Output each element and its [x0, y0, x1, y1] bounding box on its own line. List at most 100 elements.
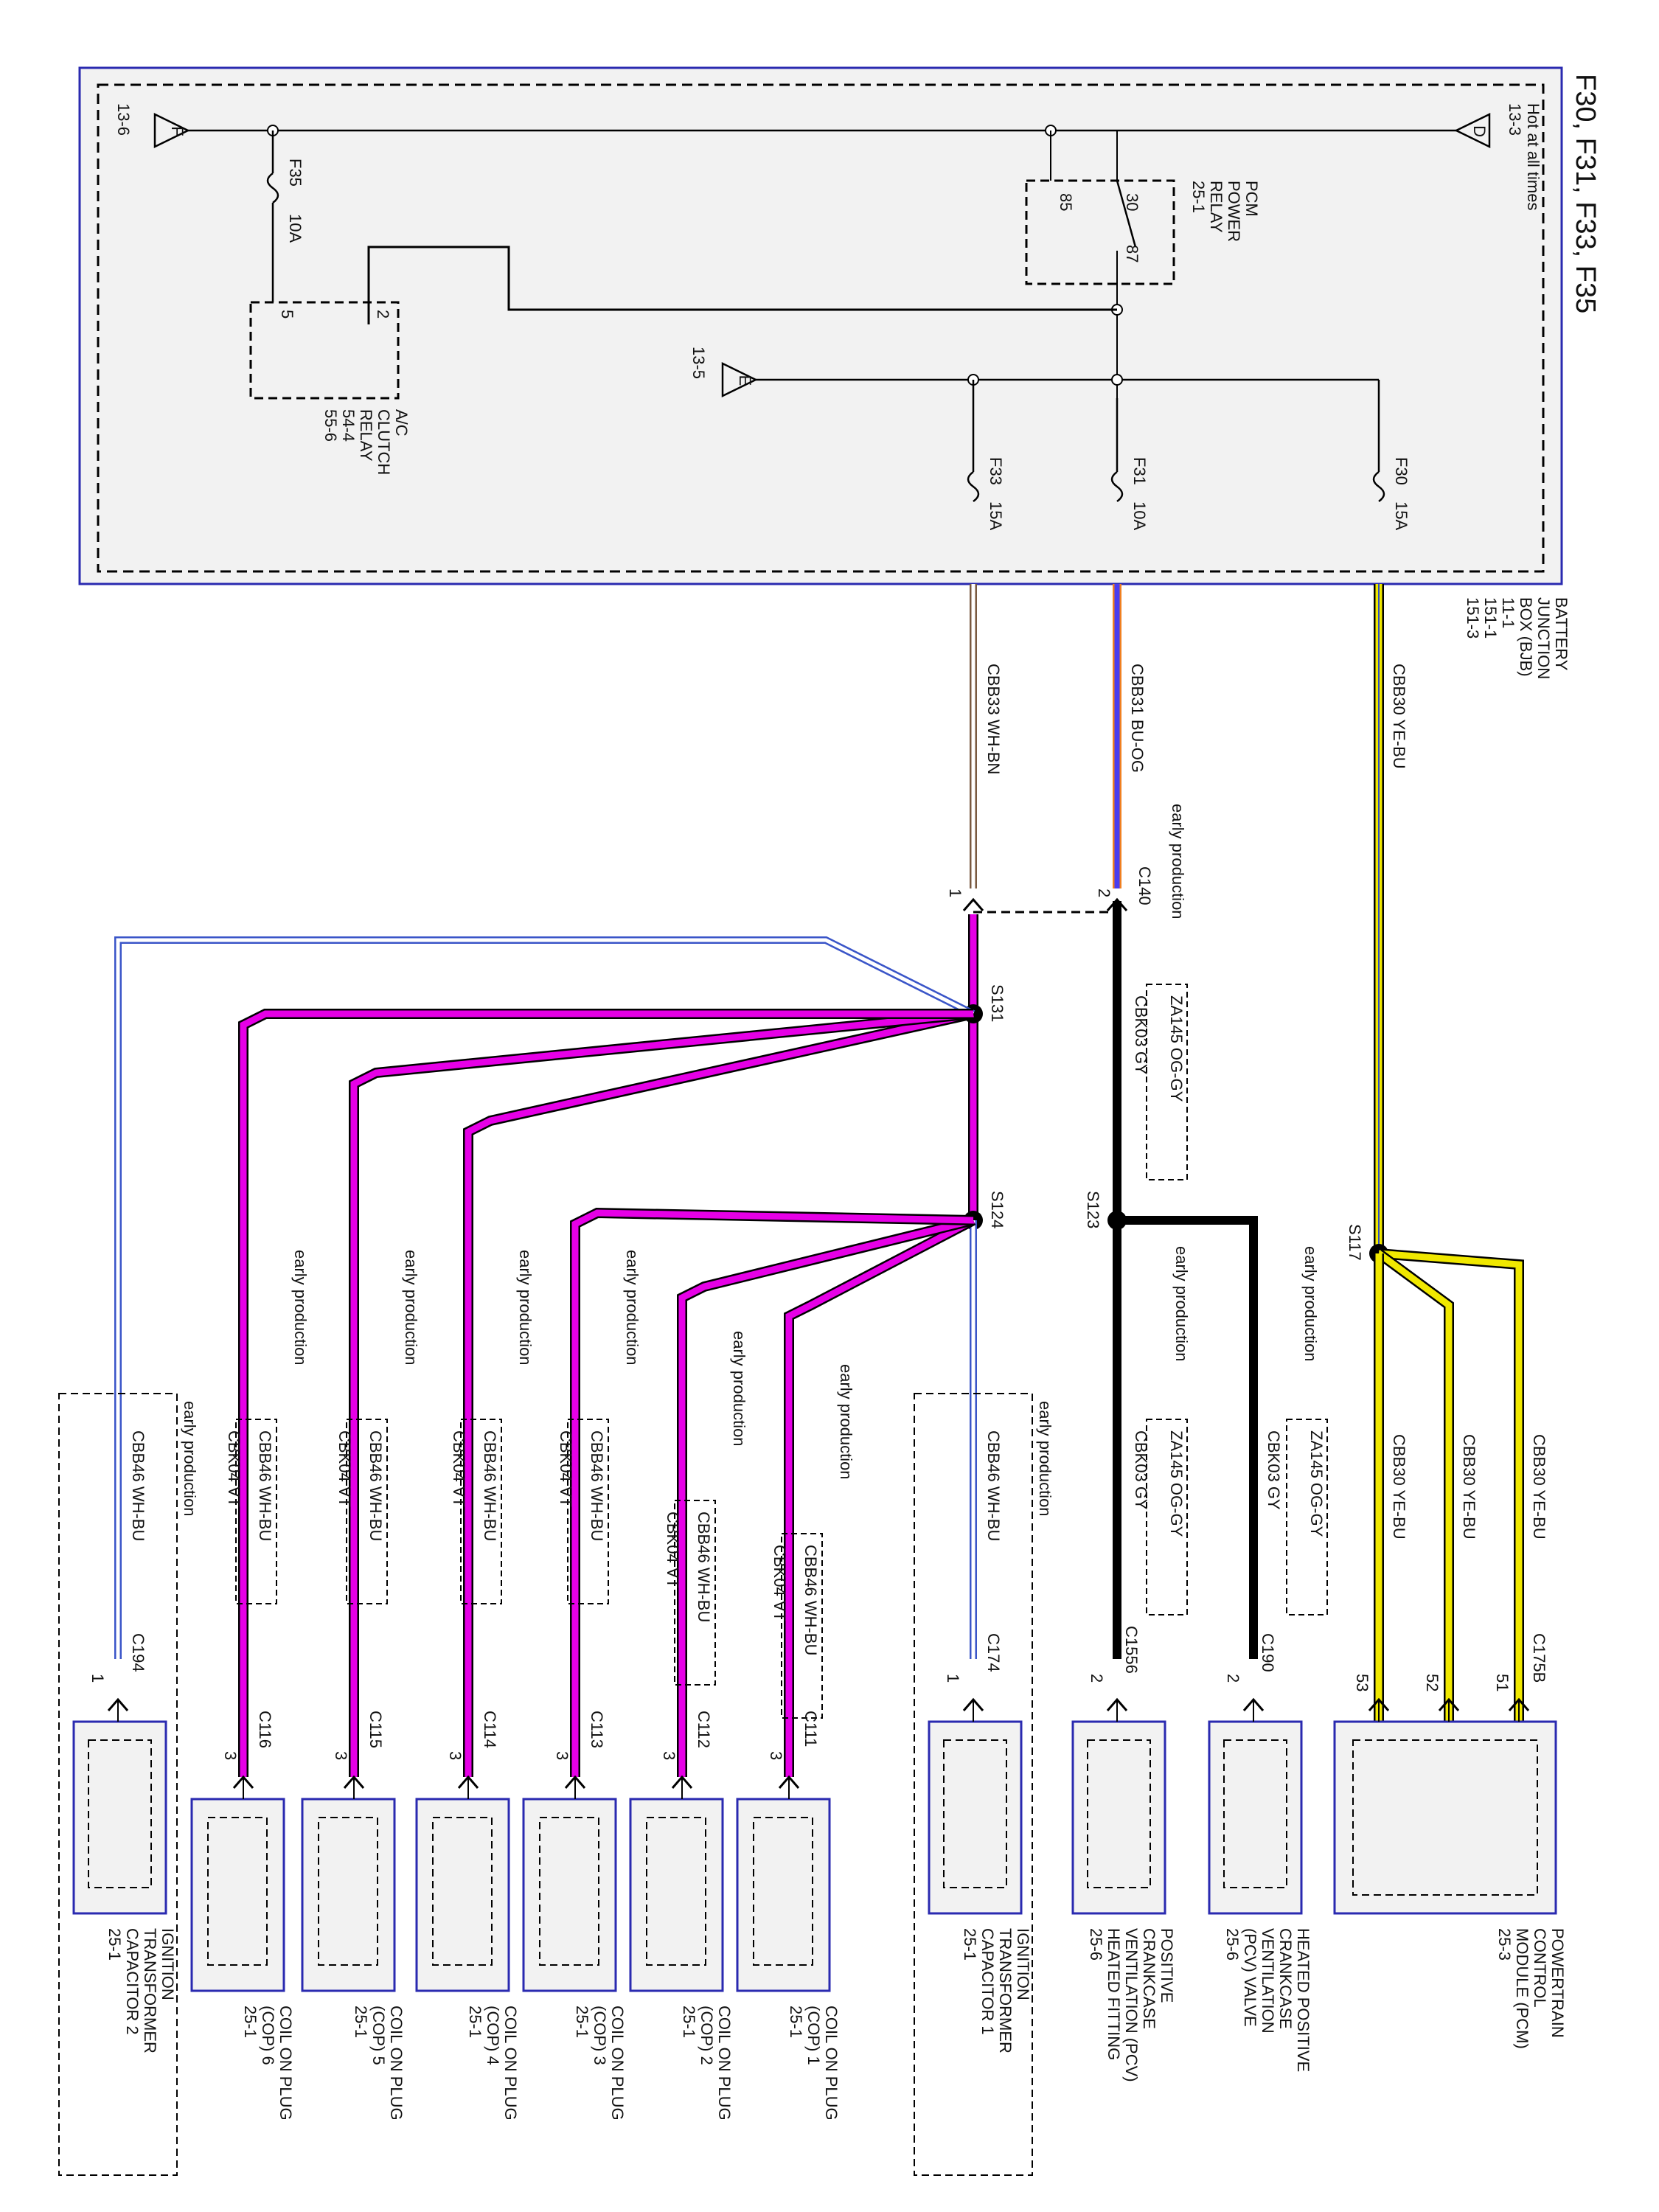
note-early-cop2: early production [730, 1331, 748, 1447]
bjb-label-6: 151-3 [1464, 597, 1482, 639]
cop1-inner [753, 1817, 813, 1966]
wire-cbb46-label-cop2: CBB46 WH-BU [695, 1512, 713, 1622]
cop3-inner [539, 1817, 599, 1966]
svg-text:HEATED FITTING: HEATED FITTING [1105, 1928, 1123, 2060]
pin-c194-1: 1 [88, 1674, 107, 1683]
bjb-label-1: BATTERY [1552, 597, 1571, 671]
hot-at-all-times: Hot at all times [1524, 103, 1543, 211]
connector-c175b: C175B [1530, 1633, 1548, 1683]
connector-c140-pin-2: 2 [1095, 888, 1113, 897]
wire-cbk04-cop1-fill [785, 1217, 975, 1777]
pcm-relay-box [1025, 179, 1175, 285]
ac-relay-pin-2: 2 [374, 310, 392, 319]
c1556-label-box [1146, 1419, 1188, 1615]
note-early-cop4: early production [516, 1250, 535, 1366]
svg-text:TRANSFORMER: TRANSFORMER [996, 1928, 1015, 2053]
svg-text:25-1: 25-1 [105, 1928, 124, 1961]
wire-cbk04-cop2 [677, 1215, 975, 1777]
fuse-f35-rating: 10A [286, 214, 305, 243]
fuse-f33-rating: 15A [987, 501, 1005, 530]
cop5-label-line-2: (COP) 5 [369, 2006, 388, 2065]
bjb-label-2: JUNCTION [1534, 597, 1553, 679]
cop1-label-line-3: 25-1 [787, 2006, 805, 2038]
fuse-f31 [1110, 470, 1124, 503]
bjb-inner-dashed [97, 83, 1545, 573]
svg-text:TRANSFORMER: TRANSFORMER [141, 1928, 159, 2053]
wire-za145-label-c190: ZA145 OG-GY [1307, 1430, 1326, 1537]
pin-51: 51 [1493, 1674, 1512, 1691]
pcm-relay-switch [1116, 180, 1137, 248]
itc1-inner [943, 1739, 1007, 1888]
ref-13-3: 13-3 [1506, 103, 1524, 136]
wire-za145-label: ZA145 OG-GY [1167, 995, 1186, 1102]
cop2-label-line-2: (COP) 2 [698, 2006, 716, 2065]
connector-c140-pin1-arrow [962, 897, 984, 911]
wire-cbb30-label-53: CBB30 YE-BU [1390, 1434, 1408, 1540]
connector-c115: C115 [366, 1711, 385, 1748]
ac-relay-label-2: CLUTCH [375, 409, 393, 475]
pin-c115-3: 3 [332, 1751, 350, 1760]
itc1-label: IGNITION TRANSFORMER CAPACITOR 1 25-1 [961, 1928, 1032, 2053]
flag-f-label: F [168, 126, 187, 136]
note-early-cop6: early production [291, 1250, 310, 1366]
fuse-f30 [1372, 470, 1385, 503]
cop4-box [415, 1798, 510, 1992]
cop3-label-line-3: 25-1 [573, 2006, 591, 2038]
ac-relay-pin-5: 5 [278, 310, 296, 319]
pcm-relay-label-2: POWER [1225, 181, 1243, 242]
connector-c140-label: C140 [1135, 866, 1154, 905]
svg-text:VENTILATION: VENTILATION [1259, 1928, 1277, 2034]
wire-cbb46-to-c194 [114, 936, 975, 1659]
ref-13-6: 13-6 [114, 103, 133, 136]
itc2-inner [88, 1739, 152, 1888]
cop4-label-box [460, 1419, 502, 1604]
cop6-label-line-3: 25-1 [241, 2006, 260, 2038]
fuse-f35-id: F35 [286, 159, 305, 187]
c190-label-box [1286, 1419, 1328, 1615]
svg-text:HEATED POSITIVE: HEATED POSITIVE [1294, 1928, 1312, 2072]
wire-cbk04-cop4-fill [465, 1010, 974, 1777]
cop4-label-line-3: 25-1 [466, 2006, 484, 2038]
pin-52: 52 [1423, 1674, 1441, 1691]
pin-c174-1: 1 [944, 1674, 962, 1683]
wire-cbk04-cop5-fill [350, 1010, 974, 1777]
wire-cbk03-label-c190: CBK03 GY [1265, 1430, 1283, 1510]
svg-text:POWERTRAIN: POWERTRAIN [1548, 1928, 1567, 2038]
node-e-f31 [1111, 374, 1123, 386]
pin-c112-3: 3 [660, 1751, 678, 1760]
connector-c140-pin2-arrow [1106, 897, 1128, 911]
connector-c112: C112 [695, 1711, 713, 1748]
pin-c114-3: 3 [446, 1751, 465, 1760]
pin-arrows-group [107, 1697, 1530, 1799]
pcm-relay-label-4: 25-1 [1189, 181, 1208, 213]
fuse-f31-rating: 10A [1130, 501, 1149, 530]
ac-relay-feed-wire [367, 246, 1117, 324]
cop5-label-line-1: COIL ON PLUG [387, 2006, 406, 2121]
wire-cbb30-to-pin51 [1378, 1248, 1524, 1722]
connector-c174: C174 [984, 1633, 1003, 1672]
cop5-box [301, 1798, 396, 1992]
wire-cbk04-label-cop3: CBK04 VT [557, 1430, 575, 1507]
fuse-f30-id: F30 [1392, 457, 1411, 485]
wire-cbb46-label-cop6: CBB46 WH-BU [256, 1430, 274, 1541]
svg-text:POSITIVE: POSITIVE [1158, 1928, 1176, 2003]
note-early-s117: early production [1301, 1246, 1320, 1362]
fuse-f33 [967, 470, 980, 503]
wire-cbb30-label-51: CBB30 YE-BU [1530, 1434, 1548, 1540]
wire-cbk04-cop2-fill [678, 1217, 975, 1777]
pin-c116-3: 3 [221, 1751, 240, 1760]
cop4-label-line-1: COIL ON PLUG [501, 2006, 520, 2121]
cop1-label-line-2: (COP) 1 [804, 2006, 823, 2065]
cop3-label-line-1: COIL ON PLUG [608, 2006, 627, 2121]
note-early-c194: early production [181, 1401, 199, 1517]
wire-cbb30-to-pin52 [1375, 1249, 1454, 1722]
splice-s123-label: S123 [1084, 1191, 1102, 1228]
wire-cbb46-label-cop3: CBB46 WH-BU [588, 1430, 606, 1541]
bjb-label-4: 11-1 [1499, 597, 1517, 628]
wire-cbk04-label-cop1: CBK04 VT [771, 1545, 789, 1621]
connector-c113: C113 [588, 1711, 606, 1748]
itc2-dashed-region [58, 1393, 178, 2176]
fuse-f30-rating: 15A [1392, 501, 1411, 530]
